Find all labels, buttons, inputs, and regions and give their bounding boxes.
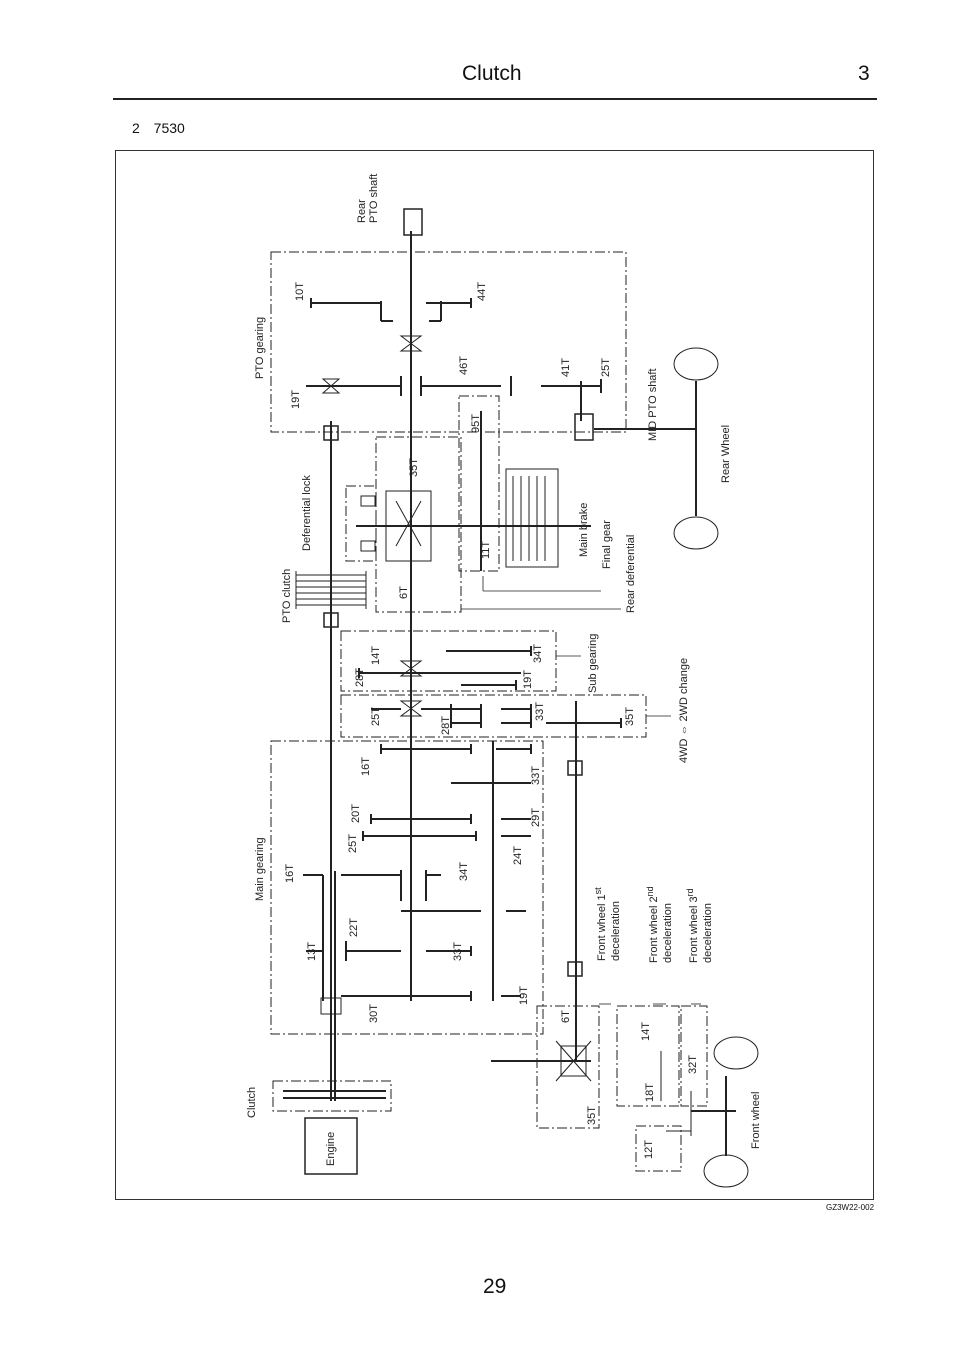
label-final-gear: Final gear bbox=[601, 520, 613, 569]
rear-wheel-lower bbox=[673, 516, 719, 550]
wd-change-box bbox=[340, 694, 647, 738]
teeth-label: 28T bbox=[440, 716, 452, 735]
gears bbox=[283, 298, 622, 1099]
label-front-wheel: Front wheel bbox=[750, 1092, 762, 1149]
label-mid-pto-shaft: MID PTO shaft bbox=[647, 368, 659, 441]
teeth-label: 30T bbox=[368, 1004, 380, 1023]
teeth-label: 33T bbox=[452, 942, 464, 961]
teeth-label: 34T bbox=[532, 644, 544, 663]
teeth-label: 13T bbox=[306, 942, 318, 961]
teeth-label: 10T bbox=[294, 282, 306, 301]
teeth-label: 16T bbox=[360, 757, 372, 776]
couplings bbox=[320, 335, 423, 1015]
teeth-label: 16T bbox=[284, 864, 296, 883]
teeth-label: 19T bbox=[522, 670, 534, 689]
teeth-label: 34T bbox=[458, 862, 470, 881]
rear-wheel-upper bbox=[673, 347, 719, 381]
teeth-label: 32T bbox=[687, 1055, 699, 1074]
teeth-label: 6T bbox=[560, 1010, 572, 1023]
teeth-label: 95T bbox=[470, 414, 482, 433]
teeth-label: 28T bbox=[354, 668, 366, 687]
pto-gearing-box bbox=[270, 251, 627, 433]
pto-clutch-plates bbox=[295, 571, 367, 609]
teeth-label: 33T bbox=[530, 766, 542, 785]
label-front-2: Front wheel 2nd bbox=[645, 886, 660, 963]
main-gearing-box bbox=[270, 740, 544, 1035]
label-wd-change: 4WD ⇔ 2WD change bbox=[678, 658, 690, 763]
teeth-label: 22T bbox=[348, 918, 360, 937]
diagram-labels: Rear PTO shaft PTO gearing MID PTO shaft… bbox=[246, 174, 762, 1166]
page-title: Clutch bbox=[462, 62, 522, 85]
label-engine: Engine bbox=[325, 1132, 337, 1166]
teeth-label: 14T bbox=[640, 1022, 652, 1041]
label-pto-gearing: PTO gearing bbox=[254, 317, 266, 379]
figure-code: GZ3W22-002 bbox=[826, 1203, 875, 1212]
teeth-label: 19T bbox=[518, 986, 530, 1005]
label-rear: Rear bbox=[356, 199, 368, 223]
label-clutch: Clutch bbox=[246, 1087, 258, 1118]
joints bbox=[304, 208, 594, 1175]
teeth-label: 25T bbox=[347, 834, 359, 853]
teeth-label: 14T bbox=[370, 646, 382, 665]
teeth-label: 19T bbox=[290, 390, 302, 409]
diagram-frame: Rear PTO shaft PTO gearing MID PTO shaft… bbox=[115, 150, 874, 1200]
front-2-box bbox=[616, 1005, 680, 1107]
differential-gears bbox=[360, 490, 432, 562]
power-train-diagram: Rear PTO shaft PTO gearing MID PTO shaft… bbox=[246, 174, 762, 1188]
teeth-label: 24T bbox=[512, 846, 524, 865]
chapter-number: 3 bbox=[858, 62, 870, 85]
front-wheel-upper bbox=[713, 1036, 759, 1070]
teeth-label: 35T bbox=[624, 707, 636, 726]
label-front-3-decel: deceleration bbox=[702, 903, 714, 963]
teeth-label: 41T bbox=[560, 358, 572, 377]
teeth-label: 20T bbox=[350, 804, 362, 823]
label-front-2-decel: deceleration bbox=[662, 903, 674, 963]
front-wheel-lower bbox=[703, 1154, 749, 1188]
teeth-label: 35T bbox=[408, 458, 420, 477]
mid-pto-shaft-block bbox=[574, 413, 594, 441]
main-brake-plates bbox=[505, 468, 559, 568]
page-number: 29 bbox=[483, 1275, 507, 1298]
label-main-gearing: Main gearing bbox=[254, 837, 266, 901]
shafts bbox=[330, 231, 736, 1156]
teeth-label: 44T bbox=[476, 282, 488, 301]
teeth-labels: 10T 44T 19T 46T 41T 25T 95T 35T 11T 6T 2… bbox=[284, 282, 699, 1159]
front-axle-box bbox=[635, 1125, 682, 1172]
leaders bbox=[461, 428, 701, 1005]
teeth-label: 46T bbox=[458, 356, 470, 375]
front-3-box bbox=[680, 1005, 708, 1107]
label-sub-gearing: Sub gearing bbox=[587, 634, 599, 693]
label-front-3: Front wheel 3rd bbox=[685, 888, 700, 963]
label-pto-shaft: PTO shaft bbox=[368, 174, 380, 223]
label-main-brake: Main brake bbox=[578, 503, 590, 557]
diff-lock-box bbox=[345, 485, 377, 562]
label-front-1-decel: deceleration bbox=[610, 901, 622, 961]
teeth-label: 33T bbox=[534, 702, 546, 721]
teeth-label: 29T bbox=[530, 808, 542, 827]
figure-subtitle: 2 7530 bbox=[132, 120, 185, 136]
label-rear-deferential: Rear deferential bbox=[625, 535, 637, 613]
sub-gearing-box bbox=[340, 630, 557, 692]
teeth-label: 11T bbox=[480, 541, 492, 559]
teeth-label: 35T bbox=[586, 1106, 598, 1125]
front-gearing bbox=[555, 1040, 692, 1136]
teeth-label: 12T bbox=[643, 1140, 655, 1159]
header-rule bbox=[113, 98, 877, 100]
label-front-1: Front wheel 1st bbox=[593, 887, 608, 961]
label-rear-wheel: Rear Wheel bbox=[720, 425, 732, 483]
final-gear-box bbox=[458, 395, 500, 572]
rear-pto-shaft-block bbox=[403, 208, 423, 236]
teeth-label: 18T bbox=[644, 1083, 656, 1102]
front-1-box bbox=[536, 1005, 600, 1129]
teeth-label: 25T bbox=[370, 707, 382, 726]
teeth-label: 25T bbox=[600, 358, 612, 377]
teeth-label: 6T bbox=[398, 586, 410, 599]
label-pto-clutch: PTO clutch bbox=[281, 569, 293, 623]
label-deferential-lock: Deferential lock bbox=[301, 475, 313, 551]
engine-block bbox=[304, 1117, 358, 1175]
